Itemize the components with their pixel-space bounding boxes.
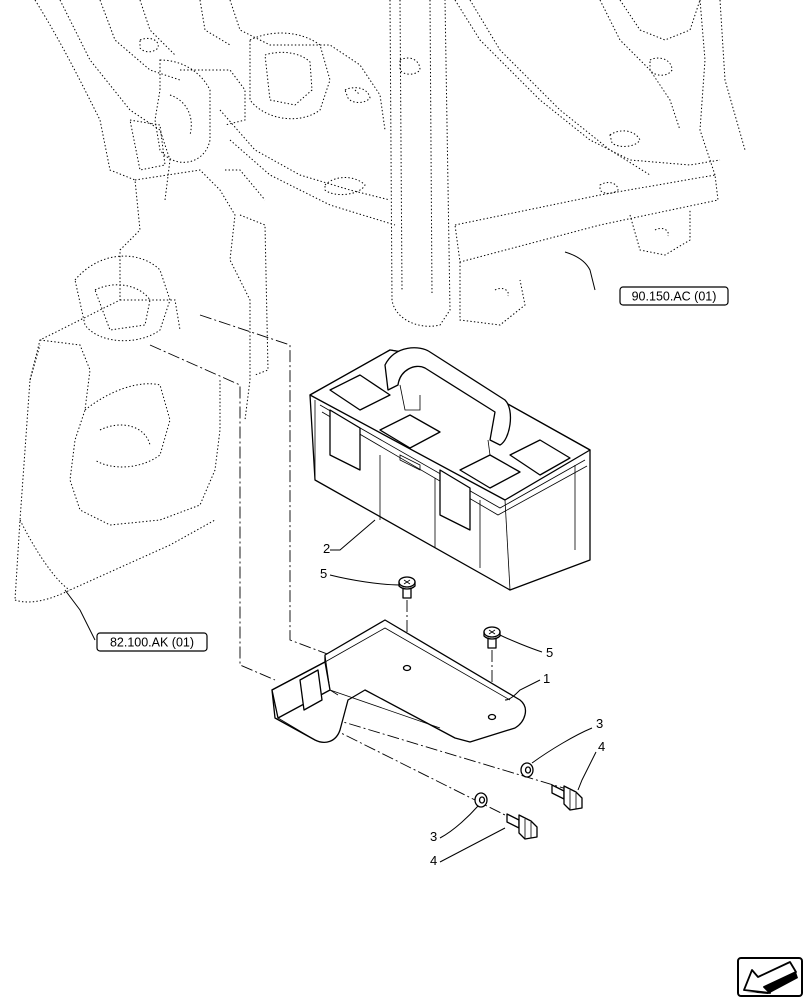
bolt-lower (506, 813, 538, 840)
arrow-icon[interactable] (737, 957, 803, 997)
washer-lower (474, 792, 488, 808)
mounting-bracket (271, 619, 527, 743)
washer-upper (520, 762, 534, 778)
callout-washer-lower: 3 (430, 829, 437, 844)
screw-right (483, 626, 501, 649)
battery-box (309, 347, 591, 591)
callout-screw-right: 5 (546, 645, 553, 660)
reference-front-frame[interactable]: 82.100.AK (01) (96, 632, 208, 652)
callout-bolt-upper: 4 (598, 739, 605, 754)
cab-frame-structure (139, 0, 746, 327)
leader-lines (64, 251, 597, 863)
callout-bracket: 1 (543, 671, 550, 686)
front-frame-structure (14, 0, 269, 603)
callout-washer-upper: 3 (596, 716, 603, 731)
reference-cab-frame[interactable]: 90.150.AC (01) (619, 286, 729, 306)
callout-bolt-lower: 4 (430, 853, 437, 868)
callout-battery: 2 (323, 541, 330, 556)
callout-screw-left: 5 (320, 566, 327, 581)
reference-cab-frame-label: 90.150.AC (01) (632, 290, 717, 304)
screw-left (398, 576, 416, 599)
bolt-upper (551, 784, 583, 811)
reference-front-frame-label: 82.100.AK (01) (110, 636, 194, 650)
